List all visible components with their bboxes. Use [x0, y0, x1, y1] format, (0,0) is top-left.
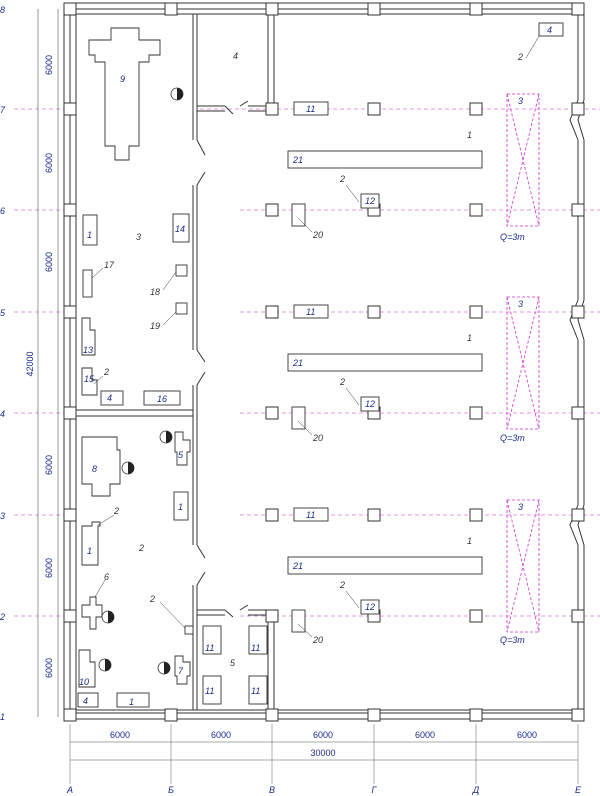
eq-14-label: 14: [175, 224, 185, 234]
eq-20-label-c: 20: [312, 635, 323, 645]
axis-label-8: 8: [0, 5, 5, 15]
eq-12-label-b: 12: [365, 399, 375, 409]
eq-10-label: 10: [79, 677, 89, 687]
eq-2-label-a: 2: [339, 174, 345, 184]
axis-label-4: 4: [0, 409, 5, 419]
crane-zones: [506, 93, 540, 633]
eq-13-label: 13: [83, 345, 93, 355]
eq-12-label-c: 12: [365, 602, 375, 612]
eq-3-label-a: 3: [518, 96, 523, 106]
eq-11-label-r5c: 11: [251, 643, 260, 653]
room-label-1a: 1: [467, 130, 472, 140]
eq-2-label-r2b: 2: [149, 594, 155, 604]
machine-8-outline: [81, 436, 121, 497]
eq-11-label-b: 11: [306, 307, 315, 317]
eq-3-label-b: 3: [518, 299, 523, 309]
eq-21-label-b: 21: [292, 358, 303, 368]
eq-4-label-r2: 4: [83, 696, 88, 706]
dim-v-total: 42000: [25, 351, 35, 376]
dim-v-6-5: 6000: [44, 252, 54, 272]
eq-11-label-a: 11: [306, 104, 315, 114]
eq-18-label: 18: [150, 287, 160, 297]
eq-15-label: 15: [84, 374, 95, 384]
dim-h-v-g: 6000: [313, 730, 333, 740]
axis-label-a: А: [66, 785, 73, 795]
dim-v-8-7: 6000: [44, 55, 54, 75]
eq-11-label-r5d: 11: [251, 686, 260, 696]
dim-h-d-e: 6000: [517, 730, 537, 740]
axis-label-7: 7: [0, 105, 6, 115]
eq-11-label-c: 11: [306, 510, 315, 520]
eq-1-label-r3: 1: [87, 230, 92, 240]
eq-2-label-r2: 2: [113, 506, 119, 516]
eq-21-label-c: 21: [292, 561, 303, 571]
axis-label-g: Г: [372, 785, 378, 795]
eq-20-label-a: 20: [312, 230, 323, 240]
eq-17-label: 17: [104, 260, 115, 270]
eq-6-label: 6: [104, 572, 109, 582]
eq-9-label: 9: [120, 74, 125, 84]
eq-11-label-r5a: 11: [205, 643, 214, 653]
crane-capacity-c: Q=3т: [500, 635, 525, 645]
eq-21-label-a: 21: [292, 155, 303, 165]
eq-2-label-top: 2: [517, 52, 523, 62]
eq-1-label-r2a: 1: [178, 502, 183, 512]
eq-5-label: 5: [178, 450, 184, 460]
room-label-2: 2: [138, 543, 144, 553]
eq-2-label-r3: 2: [103, 367, 109, 377]
axis-label-3: 3: [0, 511, 5, 521]
room-label-1c: 1: [467, 536, 472, 546]
axis-grid-left: [14, 108, 70, 617]
axis-label-6: 6: [0, 206, 5, 216]
columns: [63, 2, 585, 722]
room-label-3: 3: [136, 232, 141, 242]
room-label-5: 5: [230, 658, 236, 668]
dim-v-4-3: 6000: [44, 455, 54, 475]
leader-lines: [91, 35, 540, 638]
crane-capacity-b: Q=3т: [500, 433, 525, 443]
room-label-1b: 1: [467, 333, 472, 343]
dimension-lines: [37, 9, 578, 761]
eq-7-label: 7: [178, 666, 184, 676]
eq-16-label: 16: [157, 394, 167, 404]
dim-v-3-2: 6000: [44, 558, 54, 578]
eq-11-label-r5b: 11: [205, 686, 214, 696]
eq-2-label-c: 2: [339, 580, 345, 590]
eq-20-label-b: 20: [312, 433, 323, 443]
eq-19-label: 19: [150, 321, 160, 331]
dim-h-total: 30000: [310, 748, 335, 758]
eq-8-label: 8: [92, 464, 97, 474]
sink-symbols: [98, 87, 184, 675]
equipment-shapes: [77, 22, 564, 708]
eq-2-label-b: 2: [339, 377, 345, 387]
axis-label-d: Д: [472, 785, 480, 795]
axis-label-2: 2: [0, 612, 5, 622]
axis-label-v: В: [269, 785, 275, 795]
internal-walls: [76, 14, 275, 710]
crane-capacity-a: Q=3т: [500, 232, 525, 242]
eq-1-label-r2c: 1: [129, 697, 134, 707]
dim-h-g-d: 6000: [415, 730, 435, 740]
dim-h-a-b: 6000: [110, 730, 130, 740]
axis-grid-bottom: [69, 724, 579, 784]
axis-label-b: Б: [168, 785, 174, 795]
axis-label-5: 5: [0, 308, 6, 318]
eq-4-label-r3: 4: [107, 393, 112, 403]
eq-12-label-a: 12: [365, 196, 375, 206]
room-label-4: 4: [233, 51, 238, 61]
dim-v-7-6: 6000: [44, 153, 54, 173]
eq-3-label-c: 3: [518, 502, 523, 512]
dim-h-b-v: 6000: [211, 730, 231, 740]
dim-v-2-1: 6000: [44, 658, 54, 678]
axis-label-1: 1: [0, 712, 5, 722]
machine-9-outline: [88, 27, 161, 161]
eq-4-label-top: 4: [547, 25, 552, 35]
axis-label-e: Е: [575, 785, 582, 795]
eq-1-label-r2b: 1: [87, 546, 92, 556]
